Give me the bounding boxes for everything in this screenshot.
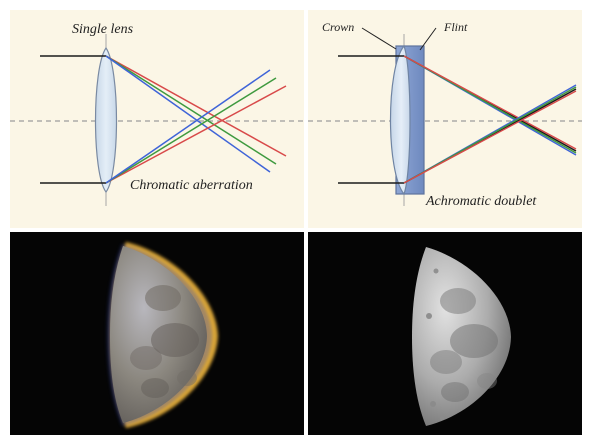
corrected-ray-bottom-red: [403, 90, 577, 184]
corrected-moon-photo: [412, 247, 511, 426]
crater: [426, 313, 432, 319]
single-lens-shape: [94, 46, 118, 193]
crater: [439, 415, 445, 421]
achromatic-doublet-panel: Crown Flint Achromatic doublet: [308, 10, 582, 228]
crown-element: [389, 44, 411, 196]
green-ray-bottom: [105, 77, 277, 184]
flint-label: Flint: [444, 20, 468, 34]
lunar-mare: [177, 370, 197, 386]
flint-pointer: [419, 27, 437, 51]
crater: [433, 268, 439, 274]
lunar-mare: [430, 350, 462, 374]
blue-ray-top: [105, 55, 271, 173]
lunar-mare: [130, 346, 162, 370]
single-lens-diagram: [10, 34, 304, 206]
green-ray-top: [105, 55, 277, 165]
lunar-mare: [477, 373, 497, 389]
blue-ray-bottom: [105, 69, 271, 184]
lunar-mare: [151, 323, 199, 357]
crater: [430, 401, 436, 407]
lunar-mare: [141, 378, 169, 398]
red-ray-top: [105, 55, 287, 157]
aberrated-moon-photo: [107, 242, 218, 428]
red-ray-bottom: [105, 85, 287, 184]
single-lens-label: Single lens: [72, 22, 134, 37]
lunar-mare: [450, 324, 498, 358]
corrected-moon-panel: [308, 232, 582, 435]
lunar-mare: [441, 382, 469, 402]
achromatic-doublet-diagram: [308, 27, 582, 206]
lunar-mare: [145, 285, 181, 311]
aberrated-moon-panel: [10, 232, 304, 435]
crown-pointer: [361, 27, 397, 50]
lunar-mare: [440, 288, 476, 314]
chromatic-aberration-label: Chromatic aberration: [130, 178, 253, 193]
crown-label: Crown: [322, 20, 355, 34]
single-lens-panel: Single lens Chromatic aberration: [10, 10, 304, 228]
achromatic-doublet-label: Achromatic doublet: [426, 194, 537, 209]
corrected-ray-top-red: [403, 55, 577, 150]
